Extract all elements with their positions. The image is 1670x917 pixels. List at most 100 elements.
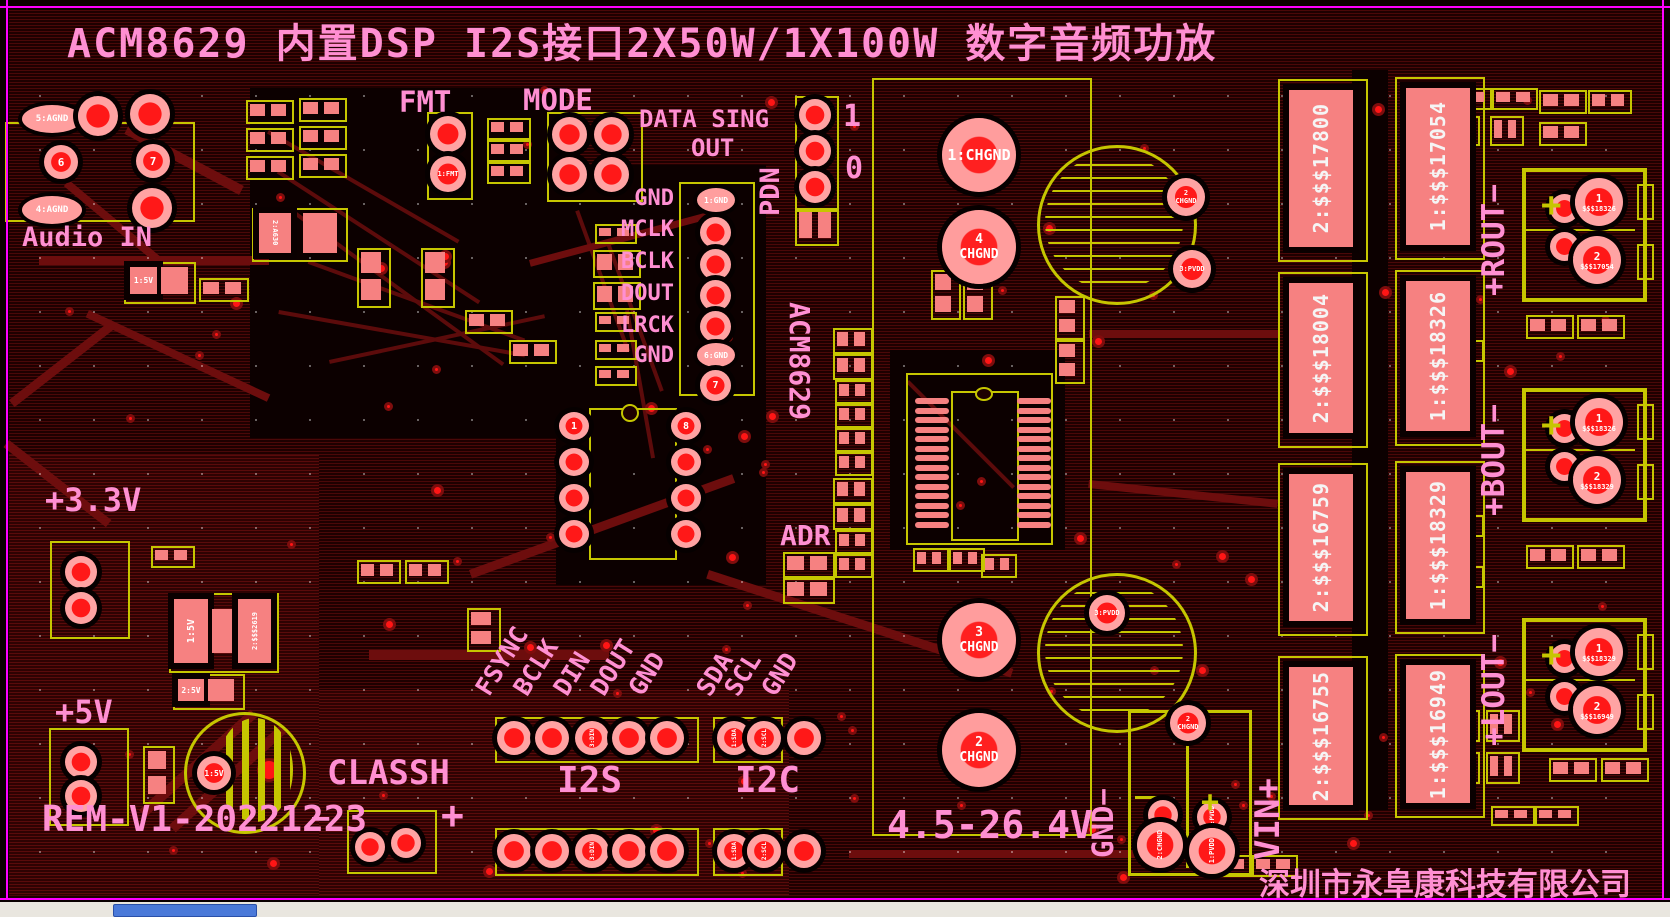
soic8-pin[interactable]	[671, 484, 701, 512]
smd-component-outline[interactable]	[1486, 752, 1520, 784]
output-pad-2[interactable]: 2$$$17054	[1573, 236, 1621, 284]
inductor-pad[interactable]: 2:$$$18004	[1289, 283, 1353, 433]
output-conn-outline[interactable]	[1522, 388, 1647, 522]
v33-pad[interactable]	[65, 556, 97, 588]
soic8-pin[interactable]	[559, 448, 589, 476]
audio-pad-4agnd[interactable]: 4:AGND	[22, 196, 82, 224]
i2s-header-outline[interactable]	[495, 717, 699, 763]
smd-component-outline[interactable]	[913, 548, 949, 572]
reg-pad[interactable]	[212, 609, 234, 653]
cap-pad-5v[interactable]: 1:5V	[197, 756, 231, 790]
audio-pad-6[interactable]: 6	[44, 145, 78, 179]
component-outline[interactable]	[252, 208, 348, 262]
inductor-pad[interactable]: 1:$$$16949	[1406, 665, 1470, 803]
component-pad-a630[interactable]: 2:A630	[259, 213, 291, 253]
soic8-pin-1[interactable]: 1	[559, 412, 589, 440]
smd-component-outline[interactable]	[981, 554, 1017, 578]
smd-component-outline[interactable]	[357, 248, 391, 308]
i2s-pad[interactable]	[497, 834, 531, 868]
smd-component-outline[interactable]	[405, 560, 449, 584]
smd-component-outline[interactable]	[595, 340, 637, 360]
pdn-header-outline[interactable]	[795, 96, 839, 212]
smd-component-outline[interactable]	[487, 140, 531, 162]
soic8-pin[interactable]	[671, 448, 701, 476]
i2s-pad[interactable]: 3:DIN	[575, 721, 609, 755]
classh-pad[interactable]	[391, 828, 421, 858]
smd-component-outline[interactable]	[1539, 90, 1587, 114]
audio-pad[interactable]	[78, 96, 118, 136]
pad-2-5v[interactable]: 2:5V	[178, 679, 204, 701]
audio-pad[interactable]	[132, 188, 172, 228]
regulator-outline[interactable]	[169, 593, 279, 673]
power-pad-chgnd[interactable]: 2:CHGND	[1137, 822, 1183, 868]
soic8-outline[interactable]	[589, 408, 677, 560]
pdn-pad[interactable]	[799, 135, 831, 167]
i2c-header-outline[interactable]	[713, 717, 783, 763]
classh-conn-outline[interactable]	[347, 810, 437, 874]
cap-outline[interactable]	[1037, 145, 1197, 305]
audio-pad-7[interactable]: 7	[136, 144, 170, 178]
smd-component-outline[interactable]	[421, 248, 455, 308]
component-pad[interactable]	[148, 776, 166, 794]
smd-component-outline[interactable]	[1601, 758, 1649, 782]
inductor-pad[interactable]: 1:$$$17054	[1406, 88, 1470, 245]
i2c-header2-outline[interactable]	[713, 828, 783, 876]
smd-component-outline[interactable]	[487, 118, 531, 140]
output-small-pad[interactable]	[1550, 414, 1579, 443]
smd-component-outline[interactable]	[593, 282, 641, 310]
inductor-outline[interactable]	[1278, 79, 1368, 262]
output-small-pad[interactable]	[1550, 644, 1579, 673]
pdn-pad[interactable]	[799, 171, 831, 203]
mode-pad[interactable]	[552, 117, 587, 152]
component-pad[interactable]	[208, 679, 234, 701]
v5-pad[interactable]	[65, 746, 97, 778]
smd-component-outline[interactable]	[833, 354, 873, 380]
audio-pad-5agnd[interactable]: 5:AGND	[22, 105, 82, 133]
fmt-pad-1[interactable]: 1:FMT	[430, 156, 466, 192]
audio-pad[interactable]	[130, 94, 170, 134]
classh-pad[interactable]	[355, 832, 385, 862]
pdn-pad[interactable]	[799, 99, 831, 131]
component-outline[interactable]	[173, 674, 245, 710]
smd-component-outline[interactable]	[1491, 806, 1535, 826]
inductor-outline[interactable]	[1278, 463, 1368, 636]
inductor-pad[interactable]: 2:$$$16755	[1289, 667, 1353, 805]
power-pad-pvdd2[interactable]: 2:PVDD	[1197, 802, 1227, 832]
v33-pad[interactable]	[65, 592, 97, 624]
inductor-outline[interactable]	[1395, 654, 1485, 818]
smd-component-outline[interactable]	[299, 154, 347, 178]
smd-component-outline[interactable]	[1577, 545, 1625, 569]
soic8-pin-8[interactable]: 8	[671, 412, 701, 440]
smd-component-outline[interactable]	[1539, 122, 1587, 146]
inductor-outline[interactable]	[1395, 270, 1485, 446]
component-pad[interactable]	[161, 267, 188, 294]
smd-component-outline[interactable]	[1526, 315, 1574, 339]
inductor-pad[interactable]: 1:$$$18329	[1406, 472, 1470, 619]
scrollbar-thumb[interactable]	[113, 904, 257, 917]
smd-component-outline[interactable]	[299, 126, 347, 150]
smd-component-outline[interactable]	[783, 552, 835, 578]
horizontal-scrollbar[interactable]	[0, 902, 1670, 917]
mode-pad[interactable]	[594, 117, 629, 152]
fmt-jumper-outline[interactable]	[427, 112, 473, 200]
smd-component-outline[interactable]	[1055, 340, 1085, 384]
smd-component-outline[interactable]	[835, 452, 873, 476]
i2s-pad[interactable]	[535, 834, 569, 868]
reg-pad-2619[interactable]: 2:$$$2619	[238, 599, 271, 663]
inductor-pad[interactable]: 1:$$$18326	[1406, 281, 1470, 431]
i2c-pad[interactable]: 1:SDA	[717, 721, 751, 755]
smd-component-outline[interactable]	[467, 608, 501, 652]
bulk-cap-outline[interactable]	[184, 712, 306, 834]
i2s-pad[interactable]	[650, 834, 684, 868]
cap-outline[interactable]	[1037, 573, 1197, 733]
i2c-pad[interactable]: 2:SCL	[747, 834, 781, 868]
component-pad-5v[interactable]: 1:5V	[130, 267, 157, 294]
component-outline[interactable]	[143, 746, 175, 804]
sig-pad[interactable]	[700, 280, 731, 311]
v33-conn-outline[interactable]	[50, 541, 130, 639]
i2s-header2-outline[interactable]	[495, 828, 699, 876]
